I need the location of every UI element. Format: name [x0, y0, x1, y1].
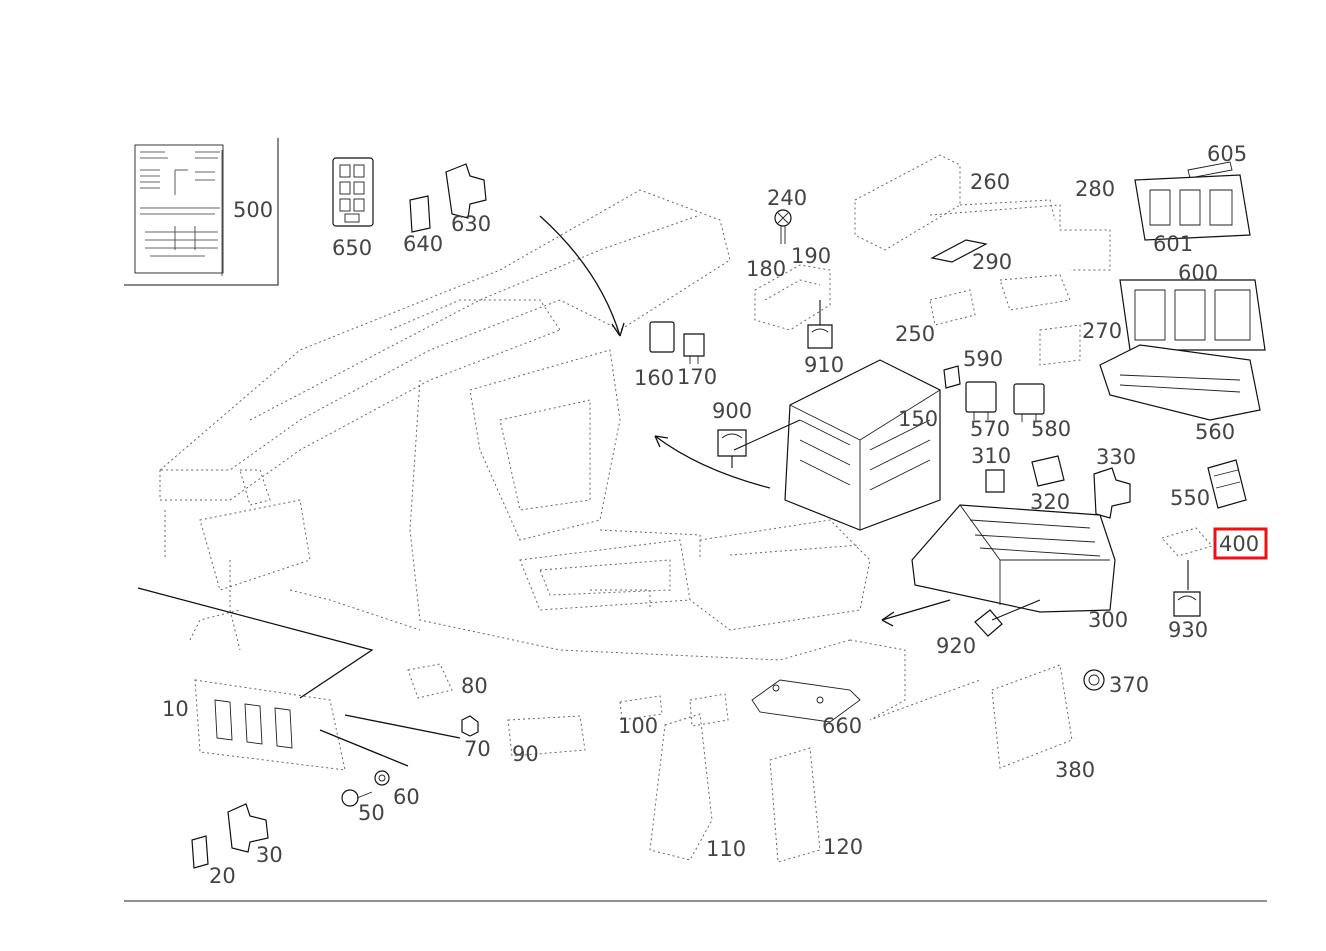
part-label-600[interactable]: 600 [1178, 261, 1218, 285]
part-600-560-drawing [1099, 161, 1266, 421]
part-label-70[interactable]: 70 [464, 737, 491, 761]
part-label-630[interactable]: 630 [451, 212, 491, 236]
part-label-80[interactable]: 80 [461, 674, 488, 698]
highlight-box-400 [1213, 527, 1268, 560]
part-label-370[interactable]: 370 [1109, 673, 1149, 697]
part-label-601[interactable]: 601 [1153, 232, 1193, 256]
part-label-160[interactable]: 160 [634, 366, 674, 390]
part-label-30[interactable]: 30 [256, 843, 283, 867]
part-150-drawing [784, 359, 941, 531]
part-label-650[interactable]: 650 [332, 236, 372, 260]
part-10-90-drawing [137, 587, 586, 869]
part-label-280[interactable]: 280 [1075, 177, 1115, 201]
part-label-930[interactable]: 930 [1168, 618, 1208, 642]
part-label-190[interactable]: 190 [791, 244, 831, 268]
part-label-260[interactable]: 260 [970, 170, 1010, 194]
part-label-910[interactable]: 910 [804, 353, 844, 377]
part-label-10[interactable]: 10 [162, 697, 189, 721]
part-label-380[interactable]: 380 [1055, 758, 1095, 782]
part-160-170-drawing [649, 321, 705, 364]
part-label-660[interactable]: 660 [822, 714, 862, 738]
part-300-drawing [881, 504, 1116, 637]
part-label-270[interactable]: 270 [1082, 319, 1122, 343]
part-label-500[interactable]: 500 [233, 198, 273, 222]
part-label-150[interactable]: 150 [898, 407, 938, 431]
part-label-50[interactable]: 50 [358, 801, 385, 825]
part-label-400[interactable]: 400 [1219, 532, 1259, 556]
part-label-640[interactable]: 640 [403, 232, 443, 256]
dashboard-outline [158, 189, 981, 721]
part-label-60[interactable]: 60 [393, 785, 420, 809]
part-180-190-drawing [754, 264, 831, 331]
part-label-550[interactable]: 550 [1170, 486, 1210, 510]
part-310-320-330-drawing [985, 455, 1131, 519]
part-label-110[interactable]: 110 [706, 837, 746, 861]
part-label-560[interactable]: 560 [1195, 420, 1235, 444]
part-label-580[interactable]: 580 [1031, 417, 1071, 441]
part-label-100[interactable]: 100 [618, 714, 658, 738]
part-label-90[interactable]: 90 [512, 742, 539, 766]
part-label-180[interactable]: 180 [746, 257, 786, 281]
part-labels: 500 650 640 630 240 190 180 260 280 290 … [162, 142, 1259, 888]
part-label-320[interactable]: 320 [1030, 490, 1070, 514]
pointer-arrow [539, 215, 625, 337]
part-label-240[interactable]: 240 [767, 186, 807, 210]
label-sheet-500 [124, 138, 279, 286]
part-660-110-120-drawing [619, 679, 861, 863]
part-550-400-930-drawing [1161, 459, 1247, 617]
part-label-250[interactable]: 250 [895, 322, 935, 346]
part-label-20[interactable]: 20 [209, 864, 236, 888]
part-label-290[interactable]: 290 [972, 250, 1012, 274]
part-label-590[interactable]: 590 [963, 347, 1003, 371]
part-label-300[interactable]: 300 [1088, 608, 1128, 632]
part-label-920[interactable]: 920 [936, 634, 976, 658]
part-label-330[interactable]: 330 [1096, 445, 1136, 469]
part-label-310[interactable]: 310 [971, 444, 1011, 468]
part-640-630-drawing [409, 163, 487, 233]
part-900-drawing [654, 419, 801, 489]
part-650-drawing [332, 157, 374, 227]
part-910-drawing [807, 300, 833, 349]
part-label-900[interactable]: 900 [712, 399, 752, 423]
part-label-170[interactable]: 170 [677, 365, 717, 389]
part-label-605[interactable]: 605 [1207, 142, 1247, 166]
part-570-580-590-drawing [943, 365, 1045, 422]
part-label-570[interactable]: 570 [970, 417, 1010, 441]
part-240-screw [774, 209, 792, 244]
part-260-280-290-drawing [854, 154, 1111, 366]
part-370-380-drawing [991, 664, 1105, 769]
part-label-120[interactable]: 120 [823, 835, 863, 859]
